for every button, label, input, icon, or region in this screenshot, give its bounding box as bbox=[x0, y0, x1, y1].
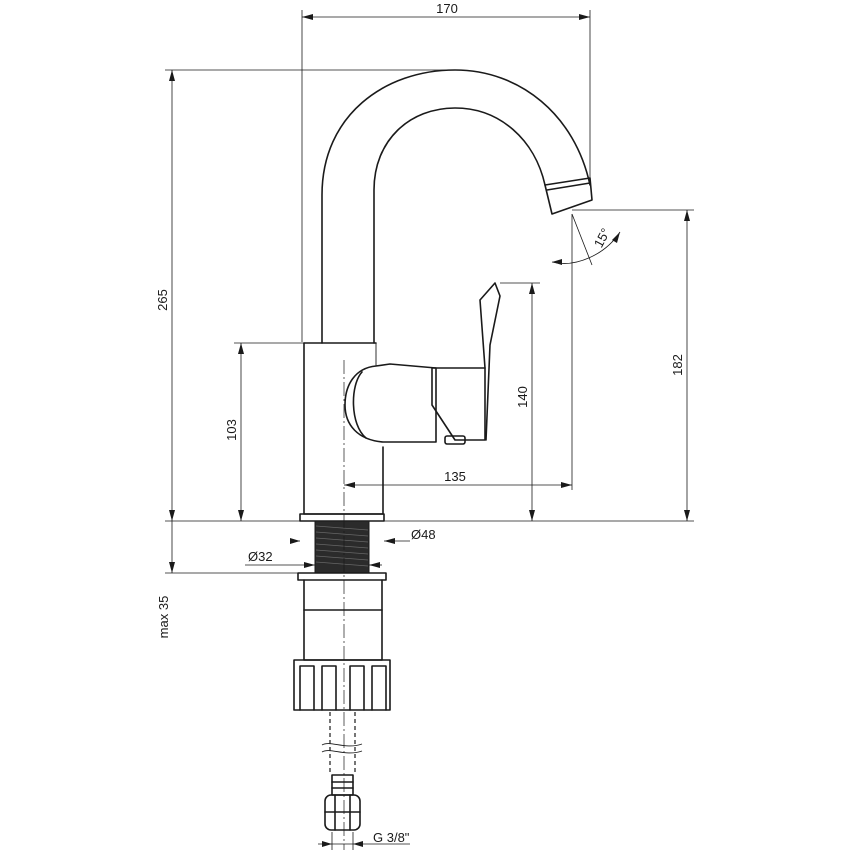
dim-hose-connection: G 3/8" bbox=[373, 830, 410, 845]
flex-hose bbox=[321, 712, 363, 831]
dim-base-diameter: Ø48 bbox=[411, 527, 436, 542]
dim-thread-diameter: Ø32 bbox=[248, 549, 273, 564]
threaded-shank bbox=[293, 520, 391, 711]
dim-handle-height: 140 bbox=[515, 386, 530, 408]
dimension-labels: 170 265 103 140 182 135 15° Ø48 Ø32 max … bbox=[155, 1, 685, 845]
dim-spout-angle: 15° bbox=[591, 226, 613, 250]
dim-body-height: 103 bbox=[224, 419, 239, 441]
lever-handle bbox=[344, 282, 501, 445]
dim-overall-width: 170 bbox=[436, 1, 458, 16]
dim-overall-height: 265 bbox=[155, 289, 170, 311]
dimension-lines bbox=[165, 10, 694, 850]
spout bbox=[321, 69, 593, 344]
faucet-body bbox=[299, 342, 385, 522]
dim-max-thickness: max 35 bbox=[156, 596, 171, 639]
dim-spout-reach: 135 bbox=[444, 469, 466, 484]
dim-outlet-height: 182 bbox=[670, 354, 685, 376]
